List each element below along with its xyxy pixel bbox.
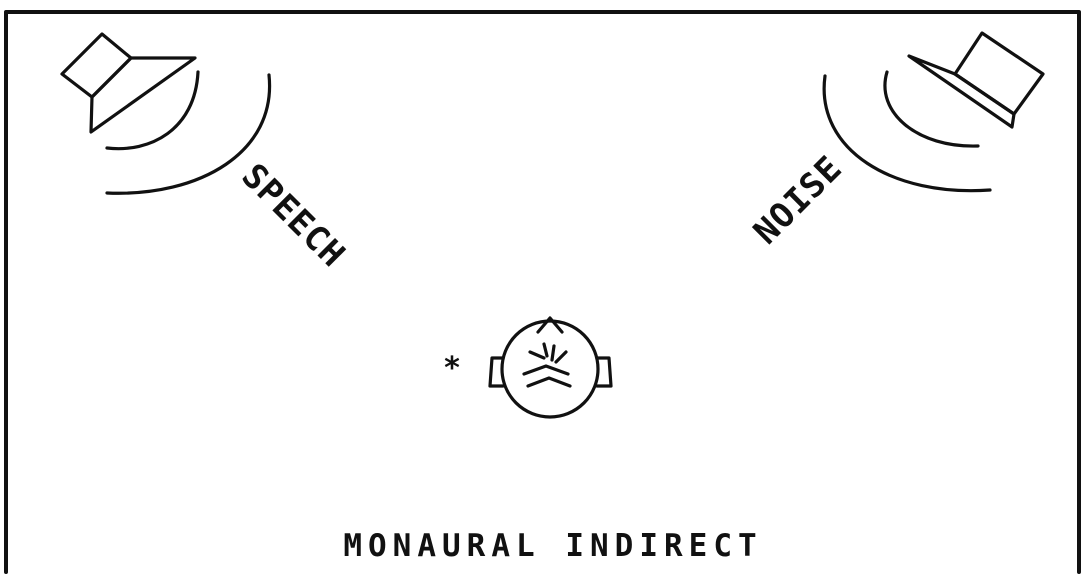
noise-label: NOISE [746, 148, 850, 252]
diagram-frame [6, 12, 1079, 572]
speech-label: SPEECH [234, 156, 353, 275]
noise-sound-waves [824, 72, 990, 191]
listener-head-icon [490, 318, 611, 417]
diagram-caption: MONAURAL INDIRECT [343, 528, 762, 564]
ear-marker: * [443, 351, 461, 386]
speech-speaker-icon [62, 34, 195, 132]
noise-wave-inner [885, 72, 978, 146]
head-detail [524, 344, 570, 386]
noise-speaker-icon [909, 33, 1043, 127]
